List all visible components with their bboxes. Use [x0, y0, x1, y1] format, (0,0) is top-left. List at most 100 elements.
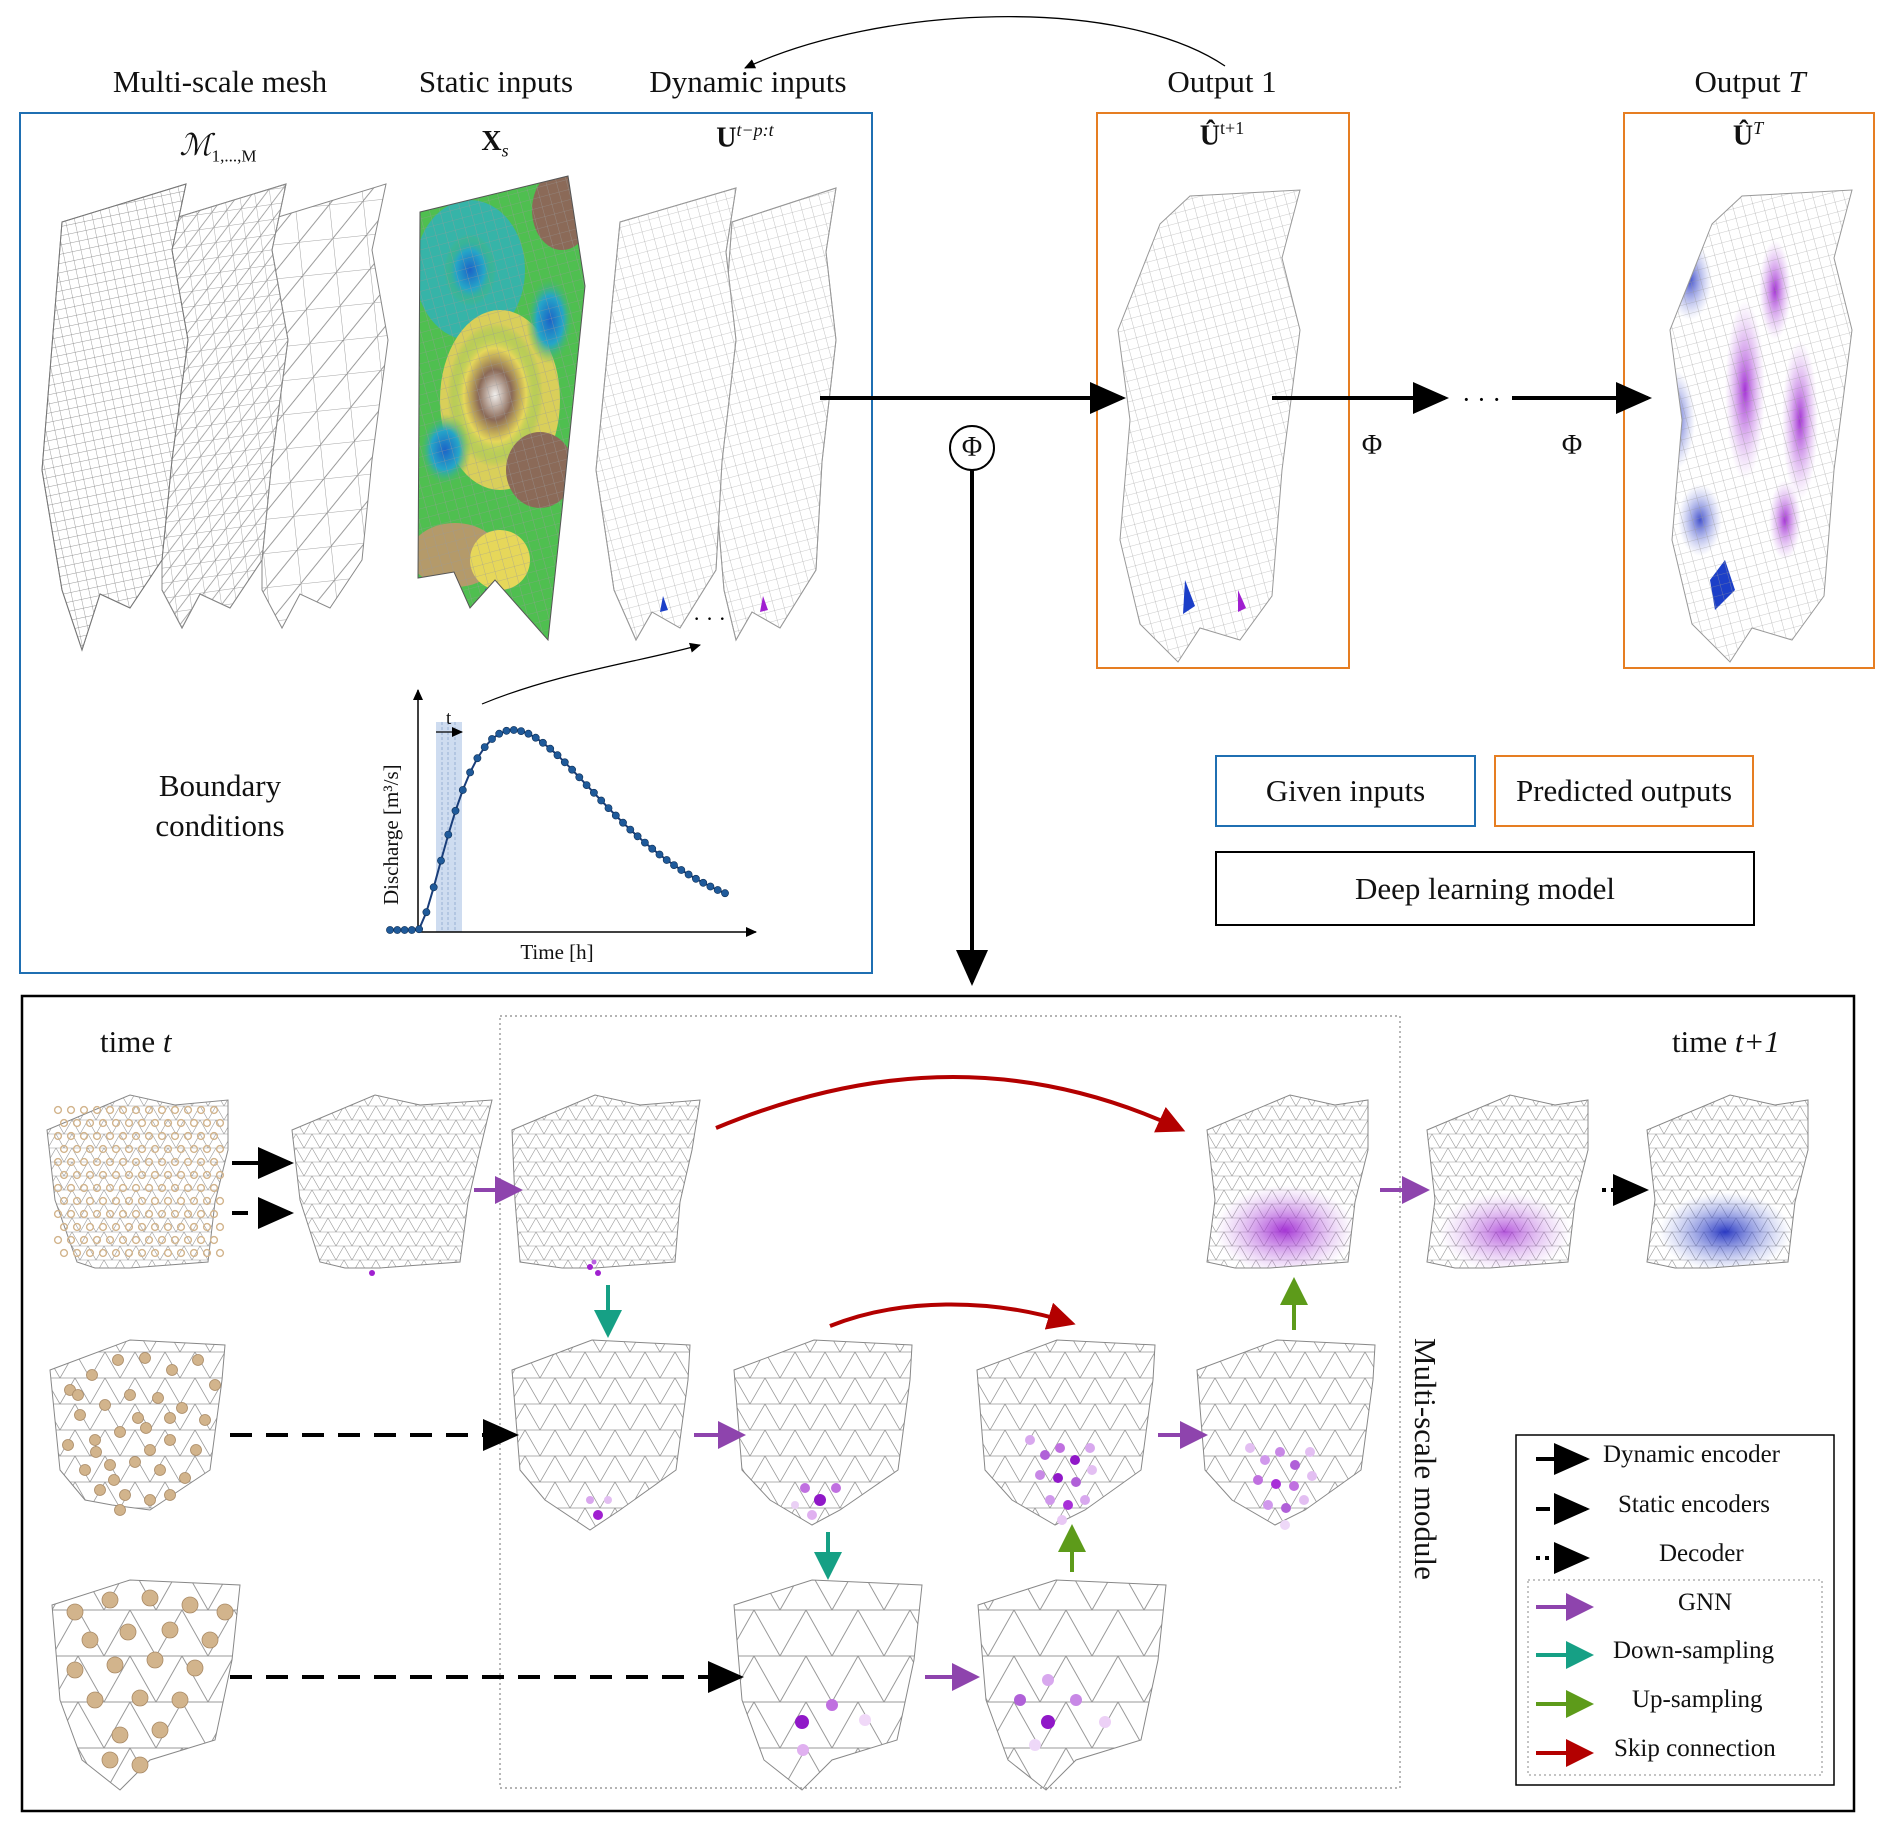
hydrograph-point [553, 751, 562, 760]
hydrograph-point [633, 832, 642, 841]
key-given-label: Given inputs [1265, 773, 1426, 808]
hydrograph-point [597, 796, 606, 805]
static-symbol: Xs [481, 126, 509, 161]
hydrograph-point [590, 788, 598, 797]
hydrograph-point [539, 738, 547, 747]
hydrograph-point [706, 882, 715, 891]
legend-arrows [1536, 1443, 1594, 1767]
hydrograph-point [568, 765, 576, 774]
row2-meshes [49, 1339, 1376, 1531]
phi-label-1: Φ [1361, 430, 1383, 461]
time-ellipsis: · · · [1462, 385, 1501, 414]
hydrograph-point [684, 870, 693, 879]
legend-label-5: Up-sampling [1632, 1686, 1763, 1713]
hydrograph-point [458, 786, 467, 794]
hydrograph-point [721, 889, 729, 898]
hydrograph-point [502, 726, 511, 735]
hydrograph-point [677, 866, 686, 874]
hydrograph-ylabel: Discharge [m³/s] [379, 764, 403, 905]
hydrograph-point [451, 806, 460, 815]
hydrograph-point [611, 811, 620, 820]
hydrograph-point [415, 925, 423, 934]
phi-label-2: Φ [1561, 430, 1583, 461]
legend-label-3: GNN [1678, 1589, 1733, 1616]
hydrograph [386, 689, 757, 937]
hydrograph-point [429, 883, 438, 892]
outputT-title: Output T [1694, 64, 1806, 99]
hydrograph-point [473, 754, 482, 763]
dynamic-symbol: Ut−p:t [716, 120, 774, 154]
dynamic-inputs-stack [595, 187, 837, 642]
multi-scale-module-label: Multi-scale module [1408, 1338, 1443, 1580]
row3-meshes [51, 1579, 1167, 1791]
mesh-title: Multi-scale mesh [112, 64, 328, 99]
hydrograph-point [437, 856, 445, 865]
hydrograph-point [648, 844, 657, 853]
hydrograph-point [480, 743, 489, 751]
static-terrain-map [418, 176, 585, 640]
boundary-line2: conditions [155, 808, 285, 843]
multi-scale-module-frame [499, 1015, 1401, 1789]
hydrograph-point [488, 735, 496, 743]
skip-connection-arrow-2 [829, 1302, 1076, 1330]
hydrograph-window-label: t [446, 708, 452, 729]
hydrograph-point [495, 729, 504, 738]
hydrograph-point [560, 758, 569, 767]
static-terrain-outline [417, 175, 586, 642]
skip-connection-arrow-1 [715, 1075, 1186, 1133]
dynamic-title: Dynamic inputs [649, 64, 847, 99]
key-predicted-label: Predicted outputs [1515, 773, 1733, 808]
hydrograph-point [444, 830, 453, 839]
phi-label-center: Φ [961, 432, 983, 463]
boundary-to-dynamic-arrow [481, 642, 701, 705]
outputT-symbol: ÛT [1732, 118, 1764, 152]
hydrograph-point [466, 768, 474, 777]
output1-mesh [1117, 189, 1301, 663]
dynamic-ellipsis: · · · [693, 606, 726, 631]
feedback-arrow [744, 15, 1226, 69]
hydrograph-point [619, 818, 627, 827]
row1-meshes [46, 1094, 1809, 1276]
key-given-box [1215, 755, 1476, 827]
hydrograph-point [575, 773, 584, 782]
outputT-mesh [1669, 189, 1853, 663]
hydrograph-point [662, 856, 671, 864]
given-inputs-frame [19, 112, 873, 974]
key-model-box [1215, 851, 1755, 926]
hydrograph-point [699, 878, 708, 887]
hydrograph-point [655, 850, 664, 859]
hydrograph-point [407, 926, 416, 934]
hydrograph-point [422, 908, 431, 917]
hydrograph-point [509, 726, 518, 734]
hydrograph-xlabel: Time [h] [520, 940, 594, 964]
hydrograph-point [713, 886, 722, 894]
hydrograph-point [641, 838, 649, 847]
key-predicted-box [1494, 755, 1754, 827]
legend-box [1515, 1434, 1835, 1786]
hydrograph-point [692, 874, 700, 883]
boundary-line1: Boundary [158, 768, 282, 803]
hydrograph-point [531, 733, 540, 742]
hydrograph-point [604, 804, 613, 812]
legend-label-1: Static encoders [1618, 1491, 1771, 1518]
hydrograph-point [393, 926, 402, 934]
output1-symbol: Ût+1 [1199, 118, 1245, 152]
legend-label-4: Down-sampling [1613, 1637, 1775, 1664]
time-t1-label: time t+1 [1672, 1024, 1780, 1059]
legend-label-2: Decoder [1659, 1540, 1744, 1567]
key-model-label: Deep learning model [1355, 870, 1615, 906]
legend-label-0: Dynamic encoder [1603, 1441, 1781, 1468]
hydrograph-point [400, 926, 409, 934]
hydrograph-point [386, 926, 394, 934]
output1-title: Output 1 [1167, 64, 1277, 99]
hydrograph-point [670, 861, 678, 869]
time-t-label: time t [100, 1024, 172, 1059]
hydrograph-point [524, 729, 533, 738]
model-detail-frame [20, 994, 1856, 1813]
multi-scale-mesh-stack [41, 183, 389, 652]
legend-inner-frame [1527, 1579, 1823, 1776]
mesh-symbol: ℳ1,...,M [179, 129, 257, 166]
static-title: Static inputs [418, 64, 574, 99]
hydrograph-point [626, 825, 635, 834]
